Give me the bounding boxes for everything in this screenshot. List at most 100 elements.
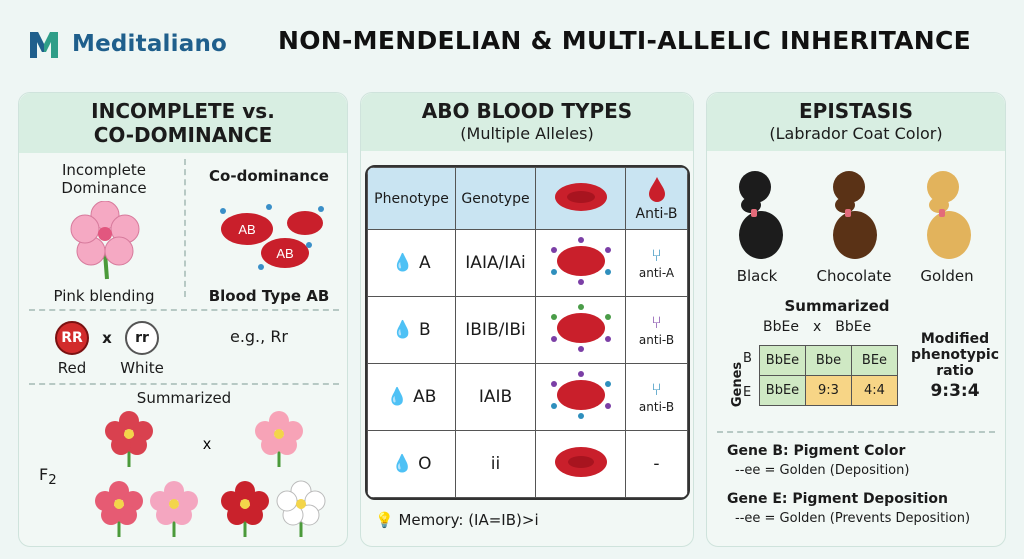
codominance-caption: Blood Type AB bbox=[208, 287, 330, 305]
red-blood-cells-icon: AB AB bbox=[220, 204, 324, 270]
phenotype-cell: 💧 B bbox=[367, 296, 456, 364]
pink-flower-icon bbox=[70, 201, 140, 280]
cell-label-2: AB bbox=[276, 246, 293, 261]
phenotype-cell: 💧 A bbox=[367, 229, 456, 297]
rbc-no-antigen-icon bbox=[535, 430, 626, 498]
gene-b-title: Gene B: Pigment Color bbox=[727, 443, 906, 459]
rbc-antigen-b-icon bbox=[535, 296, 626, 364]
antibody-cell: - bbox=[625, 430, 688, 498]
row-label-e: E bbox=[743, 385, 752, 400]
panel-abo-blood-types: ABO BLOOD TYPES (Multiple Alleles) Pheno… bbox=[360, 92, 694, 547]
incomplete-caption: Pink blending bbox=[53, 287, 155, 305]
example-genotype: e.g., Rr bbox=[229, 327, 289, 346]
header-genotype: Genotype bbox=[455, 167, 536, 230]
phenotype-value: AB bbox=[413, 387, 437, 407]
genotype-cell: IBIB/IBi bbox=[455, 296, 536, 364]
grid-cell: BbEe bbox=[759, 375, 806, 406]
grid-cell: Bbe bbox=[805, 345, 852, 376]
antibody-icon: ⑂ bbox=[651, 380, 662, 400]
phenotype-cell: 💧 AB bbox=[367, 363, 456, 431]
cross-symbol: x bbox=[812, 319, 822, 335]
ratio-title: Modified phenotypic ratio bbox=[907, 331, 1003, 379]
divider bbox=[717, 431, 995, 433]
table-row: 💧 AB IAIB ⑂anti-B bbox=[367, 363, 688, 431]
panel-incomplete-codominance: INCOMPLETE vs. CO-DOMINANCE Incomplete D… bbox=[18, 92, 348, 547]
table-row: 💧 B IBIB/IBi ⑂anti-B bbox=[367, 296, 688, 364]
gene-b-desc: --ee = Golden (Deposition) bbox=[735, 463, 910, 478]
ratio-title-line1: Modified bbox=[920, 331, 990, 347]
header-anti-b: Anti-B bbox=[625, 167, 688, 230]
grid-row: BbEe 9:3 4:4 bbox=[759, 375, 898, 406]
rbc-antigen-ab-icon bbox=[535, 363, 626, 431]
dihybrid-grid: BbEe Bbe BEe BbEe 9:3 4:4 bbox=[759, 345, 898, 406]
cross-symbol: x bbox=[102, 329, 112, 347]
antibody-label: anti-B bbox=[638, 333, 675, 347]
genotype-cell: ii bbox=[455, 430, 536, 498]
dog-label-golden: Golden bbox=[920, 267, 974, 285]
phenotype-value: B bbox=[418, 320, 431, 340]
antibody-cell: ⑂anti-B bbox=[625, 296, 688, 364]
divider bbox=[184, 159, 186, 297]
panel-header: ABO BLOOD TYPES (Multiple Alleles) bbox=[361, 93, 693, 151]
header-rbc-icon bbox=[535, 167, 626, 230]
panel-title-line2: CO-DOMINANCE bbox=[93, 123, 273, 147]
f2-subscript: 2 bbox=[48, 473, 57, 489]
header-anti-b-label: Anti-B bbox=[635, 205, 678, 222]
cross-parents: BbEe x BbEe bbox=[763, 319, 871, 335]
parent-right: BbEe bbox=[835, 319, 872, 335]
antibody-cell: ⑂anti-B bbox=[625, 363, 688, 431]
genotype-cell: IAIA/IAi bbox=[455, 229, 536, 297]
f2-flowers-icon: x bbox=[95, 411, 326, 537]
labrador-dogs-icon bbox=[739, 171, 971, 259]
header: Meditaliano NON-MENDELIAN & MULTI-ALLELI… bbox=[0, 0, 1024, 88]
antibody-cell: ⑂anti-A bbox=[625, 229, 688, 297]
gene-e-desc: --ee = Golden (Prevents Deposition) bbox=[735, 511, 971, 526]
summarized-label: Summarized bbox=[784, 297, 890, 315]
table-row: 💧 A IAIA/IAi ⑂anti-A bbox=[367, 229, 688, 297]
dog-label-chocolate: Chocolate bbox=[816, 267, 892, 285]
white-label: White bbox=[120, 359, 164, 377]
codominance-heading: Co-dominance bbox=[209, 167, 329, 185]
table-header-row: Phenotype Genotype Anti-B bbox=[367, 167, 688, 230]
grid-cell: 4:4 bbox=[851, 375, 898, 406]
blood-drop-icon bbox=[648, 176, 665, 202]
meditaliano-logo-icon bbox=[30, 32, 58, 58]
lightbulb-icon: 💡 bbox=[375, 511, 394, 529]
phenotype-value: O bbox=[418, 454, 432, 474]
divider bbox=[29, 383, 339, 385]
cell-label-1: AB bbox=[238, 222, 255, 237]
brand-name: Meditaliano bbox=[72, 31, 228, 57]
panel-header: EPISTASIS (Labrador Coat Color) bbox=[707, 93, 1005, 151]
summarized-label: Summarized bbox=[136, 389, 232, 407]
antibody-label: anti-B bbox=[638, 400, 675, 414]
panel-title: ABO BLOOD TYPES bbox=[421, 99, 633, 123]
red-label: Red bbox=[57, 359, 87, 377]
page-title: NON-MENDELIAN & MULTI-ALLELIC INHERITANC… bbox=[278, 26, 972, 55]
dog-label-black: Black bbox=[736, 267, 778, 285]
genotype-cell: IAIB bbox=[455, 363, 536, 431]
grid-cell: BbEe bbox=[759, 345, 806, 376]
memory-text: Memory: (IA=IB)>i bbox=[398, 511, 539, 529]
memory-tip: 💡 Memory: (IA=IB)>i bbox=[375, 511, 539, 529]
cross-symbol: x bbox=[203, 436, 211, 453]
row-label-b: B bbox=[743, 351, 752, 366]
f2-label: F2 bbox=[39, 465, 57, 488]
antibody-label: anti-A bbox=[638, 266, 675, 280]
allele-RR-circle: RR bbox=[55, 321, 89, 355]
panel-title: EPISTASIS bbox=[799, 99, 913, 123]
panel-subtitle: (Multiple Alleles) bbox=[460, 124, 594, 143]
parent-left: BbEe bbox=[763, 319, 799, 335]
brand-logo[interactable]: Meditaliano bbox=[24, 24, 227, 64]
gene-e-title: Gene E: Pigment Deposition bbox=[727, 491, 949, 507]
f2-letter: F bbox=[39, 465, 49, 484]
phenotype-value: A bbox=[418, 253, 431, 273]
antibody-icon: ⑂ bbox=[651, 313, 662, 333]
panel-epistasis: EPISTASIS (Labrador Coat Color) Black Ch… bbox=[706, 92, 1006, 547]
incomplete-heading: Incomplete Dominance bbox=[39, 161, 169, 197]
allele-rr-circle: rr bbox=[125, 321, 159, 355]
incomplete-line2: Dominance bbox=[61, 179, 147, 197]
abo-table: Phenotype Genotype Anti-B 💧 A IAIA/IAi ⑂… bbox=[365, 165, 690, 500]
ratio-title-line3: ratio bbox=[936, 363, 974, 379]
phenotype-cell: 💧 O bbox=[367, 430, 456, 498]
antibody-icon: ⑂ bbox=[651, 246, 662, 266]
